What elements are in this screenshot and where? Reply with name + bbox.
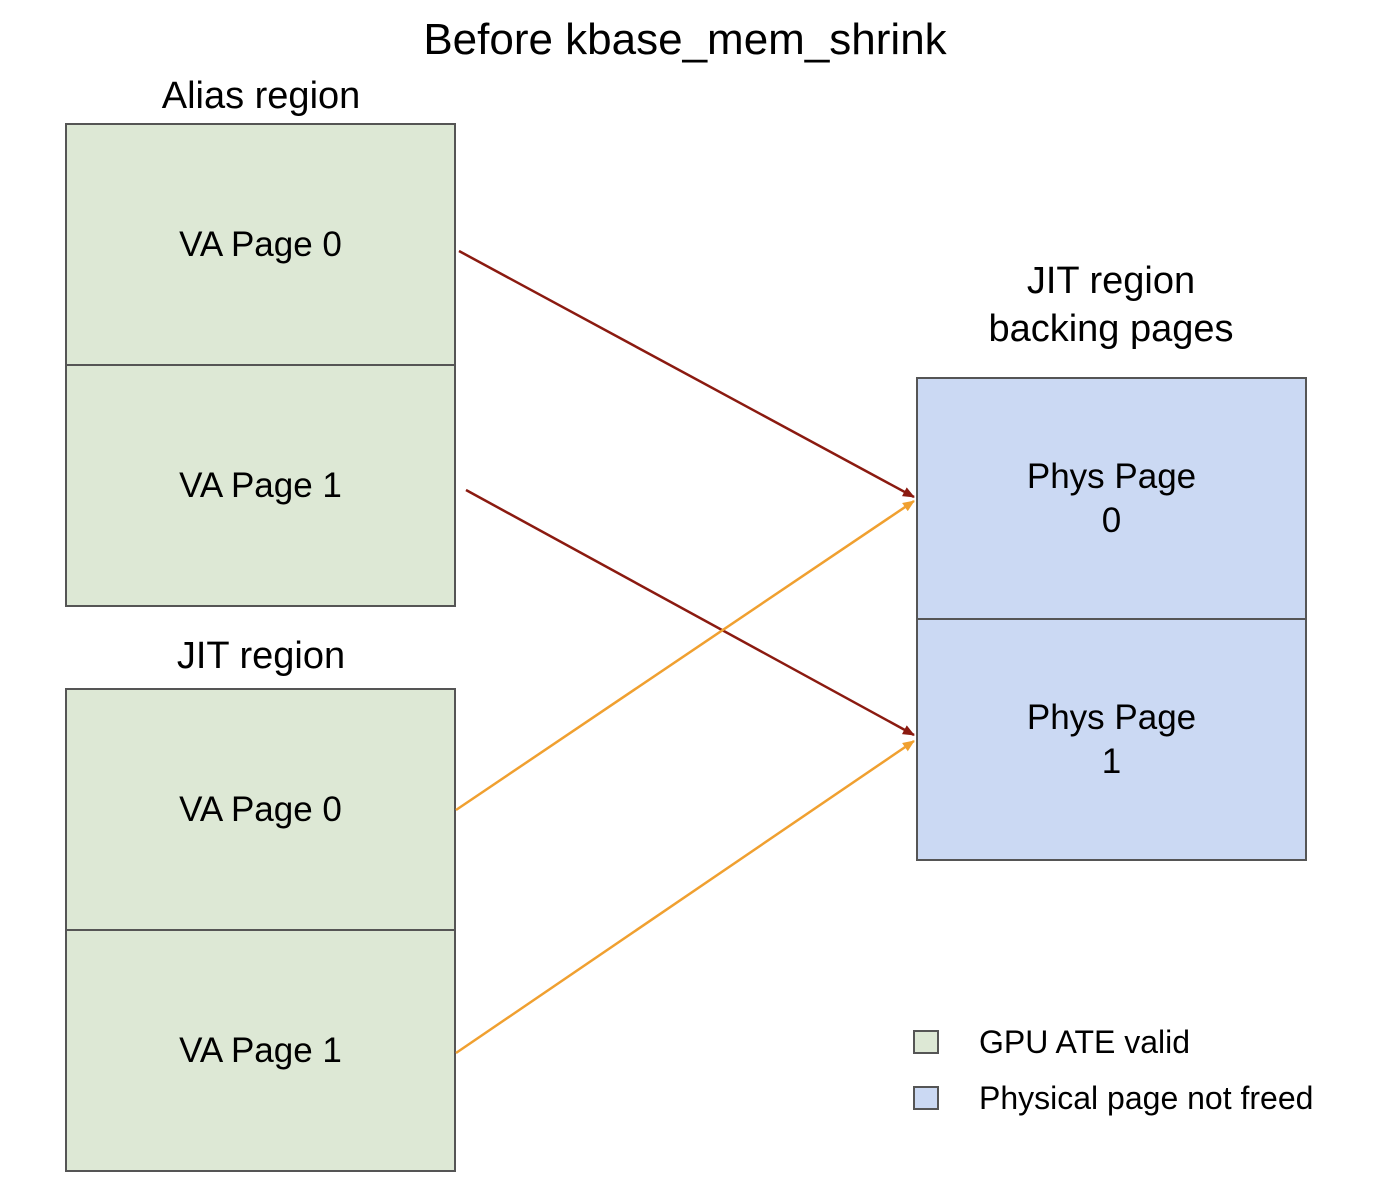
- alias-va-page-0-label: VA Page 0: [179, 224, 342, 264]
- jit-va-page-1-label: VA Page 1: [179, 1030, 342, 1070]
- diagram-title: Before kbase_mem_shrink: [423, 15, 947, 64]
- arrow-jit-page0-to-phys-page0: [455, 499, 915, 812]
- alias-region-heading: Alias region: [161, 75, 361, 117]
- legend-swatch-blue: [913, 1086, 939, 1110]
- phys-page-1: Phys Page 1: [916, 618, 1307, 861]
- alias-va-page-1-label: VA Page 1: [179, 465, 342, 505]
- legend-item-gpu-ate-valid: GPU ATE valid: [913, 1022, 1190, 1062]
- jit-va-page-0: VA Page 0: [65, 688, 456, 931]
- phys-page-0-label: Phys Page 0: [1026, 456, 1197, 540]
- arrow-jit-page1-to-phys-page1: [455, 739, 915, 1055]
- phys-page-1-label: Phys Page 1: [1026, 697, 1197, 781]
- legend-item-physical-page-not-freed: Physical page not freed: [913, 1078, 1313, 1118]
- backing-heading-line2: backing pages: [988, 308, 1234, 350]
- backing-region-heading: JIT region backing pages: [916, 257, 1306, 353]
- backing-heading-line1: JIT region: [1026, 260, 1196, 302]
- jit-region-heading: JIT region: [176, 635, 346, 677]
- legend-label-physical-page-not-freed: Physical page not freed: [979, 1080, 1314, 1116]
- arrow-alias-page0-to-phys-page0: [458, 249, 915, 499]
- arrow-alias-page1-to-phys-page1: [465, 488, 915, 737]
- phys-page-0: Phys Page 0: [916, 377, 1307, 620]
- jit-va-page-0-label: VA Page 0: [179, 789, 342, 829]
- jit-va-page-1: VA Page 1: [65, 929, 456, 1172]
- alias-va-page-0: VA Page 0: [65, 123, 456, 366]
- legend-label-gpu-ate-valid: GPU ATE valid: [979, 1024, 1191, 1060]
- alias-va-page-1: VA Page 1: [65, 364, 456, 607]
- legend-swatch-green: [913, 1030, 939, 1054]
